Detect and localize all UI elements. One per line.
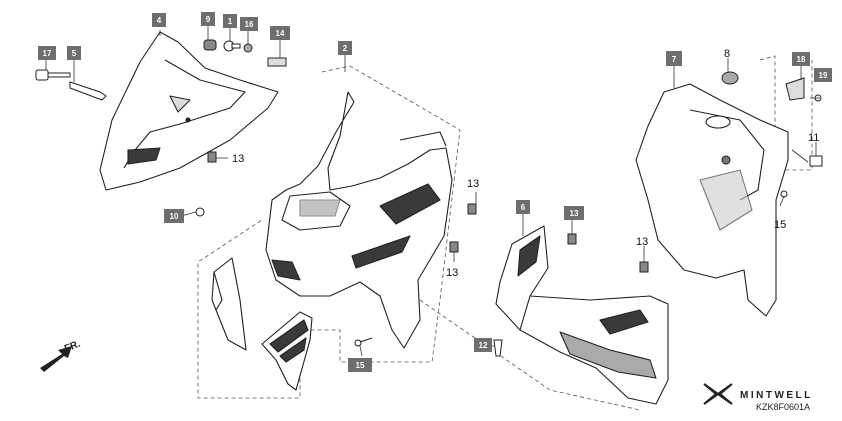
svg-text:10: 10 <box>170 212 179 221</box>
svg-text:6: 6 <box>521 203 526 212</box>
front-direction-arrow-icon: FR. <box>40 338 82 372</box>
part-front-cover <box>265 91 453 349</box>
grommet-8-icon <box>721 71 739 85</box>
callout-15a[interactable]: 15 <box>348 358 372 372</box>
svg-text:17: 17 <box>43 49 52 58</box>
callout-8[interactable]: 8 <box>724 48 730 60</box>
clip-14-icon <box>267 57 287 67</box>
clip-18-icon <box>785 77 805 101</box>
clip-13c-icon <box>449 241 459 253</box>
callout-13a[interactable]: 13 <box>232 153 244 165</box>
callout-17[interactable]: 17 <box>38 46 56 60</box>
front-label: FR. <box>63 338 82 354</box>
clip-13d-icon <box>567 233 577 245</box>
clip-13b-icon <box>467 203 477 215</box>
callout-7[interactable]: 7 <box>666 51 682 66</box>
callout-14[interactable]: 14 <box>270 26 290 40</box>
mintwell-logo: MINTWELL <box>703 383 813 405</box>
screw-1-icon <box>223 40 241 52</box>
fasteners <box>35 39 823 357</box>
callout-12[interactable]: 12 <box>474 338 492 352</box>
rivet-12-icon <box>493 339 503 357</box>
callout-18[interactable]: 18 <box>792 52 810 66</box>
drawing-code: KZK8F0601A <box>756 402 810 412</box>
leader-lines <box>45 26 820 357</box>
svg-text:14: 14 <box>276 29 285 38</box>
svg-text:15: 15 <box>356 361 365 370</box>
callout-5[interactable]: 5 <box>67 46 81 60</box>
nut-16-icon <box>243 43 253 53</box>
callout-10[interactable]: 10 <box>164 209 184 223</box>
part-lower-front-cover <box>495 225 669 405</box>
callout-13d[interactable]: 13 <box>564 206 584 220</box>
callout-19[interactable]: 19 <box>814 68 832 82</box>
bolt-17-icon <box>35 69 71 81</box>
callout-9[interactable]: 9 <box>201 12 215 26</box>
part-inner-cover <box>635 83 789 317</box>
part-front-top-cowl <box>99 31 279 191</box>
screw-15a-icon <box>354 337 373 347</box>
svg-text:2: 2 <box>343 44 348 53</box>
mintwell-watermark: MINTWELL <box>740 390 813 401</box>
callout-13b[interactable]: 13 <box>467 178 479 190</box>
svg-text:19: 19 <box>819 71 828 80</box>
callout-2[interactable]: 2 <box>338 41 352 55</box>
svg-text:18: 18 <box>797 55 806 64</box>
callout-11[interactable]: 11 <box>808 132 819 144</box>
callout-6[interactable]: 6 <box>516 200 530 214</box>
bracket-5-icon <box>69 81 107 101</box>
callout-4[interactable]: 4 <box>152 13 166 27</box>
svg-text:1: 1 <box>228 17 233 26</box>
bolt-11-icon <box>809 155 823 167</box>
grommet-9-icon <box>203 39 217 51</box>
screw-10-icon <box>195 207 205 217</box>
callout-13e[interactable]: 13 <box>636 236 648 248</box>
svg-text:7: 7 <box>672 55 677 64</box>
svg-text:4: 4 <box>157 16 162 25</box>
svg-text:9: 9 <box>206 15 211 24</box>
clip-13a-icon <box>207 151 217 163</box>
callout-13c[interactable]: 13 <box>446 267 458 279</box>
svg-text:5: 5 <box>72 49 77 58</box>
svg-text:13: 13 <box>570 209 579 218</box>
callout-15b[interactable]: 15 <box>774 219 786 231</box>
clip-13e-icon <box>639 261 649 273</box>
part-left-side-panel <box>211 257 247 351</box>
svg-text:12: 12 <box>479 341 488 350</box>
svg-text:16: 16 <box>245 20 254 29</box>
callout-16[interactable]: 16 <box>240 17 258 31</box>
part-lower-grille <box>261 311 313 391</box>
callout-1[interactable]: 1 <box>223 14 237 28</box>
